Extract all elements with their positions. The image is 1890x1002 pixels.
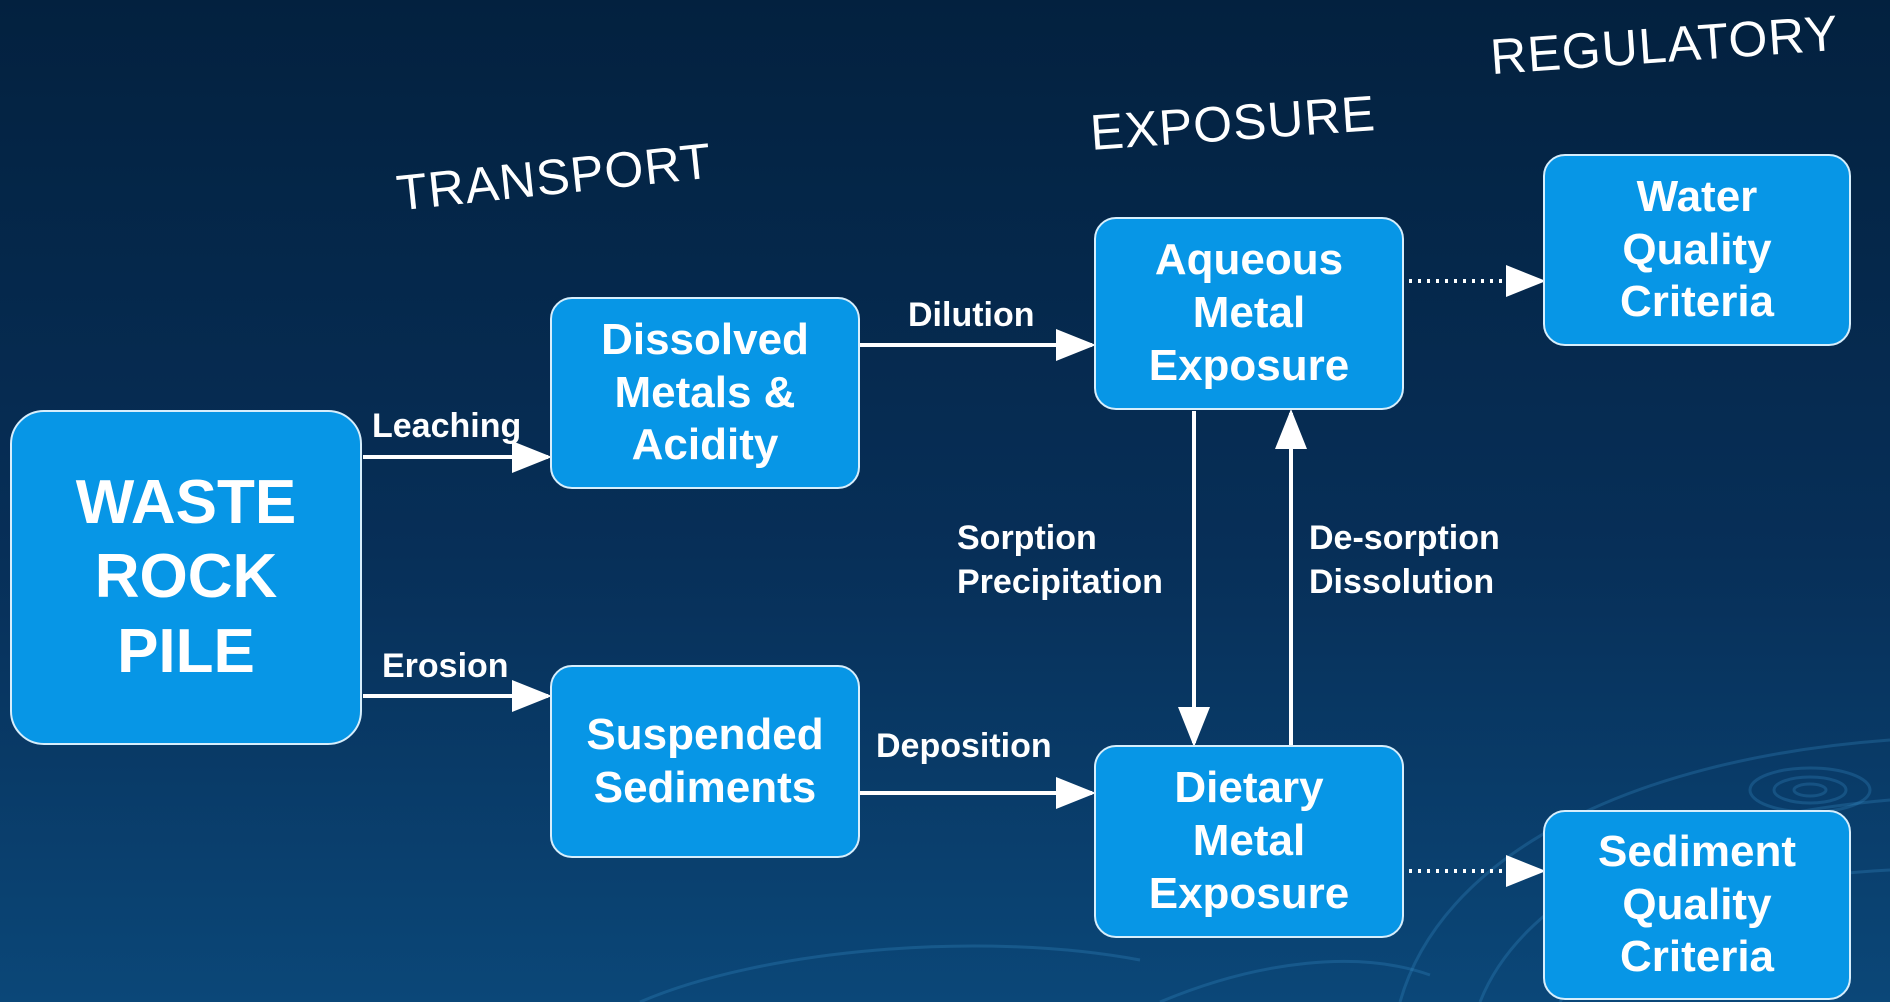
aqueous-exposure-line-2: Metal xyxy=(1192,288,1306,338)
desorption-label: De-sorption Dissolution xyxy=(1309,516,1500,604)
waste-rock-pile-line-3: PILE xyxy=(117,616,255,686)
aqueous-exposure-line-1: Aqueous xyxy=(1154,235,1344,285)
sediment-quality-line-1: Sediment xyxy=(1597,826,1797,876)
sediment-quality-criteria-box: Sediment Quality Criteria xyxy=(1543,810,1851,1000)
dietary-exposure-line-1: Dietary xyxy=(1174,763,1324,813)
dietary-exposure-line-3: Exposure xyxy=(1148,868,1350,918)
suspended-sediments-box: Suspended Sediments xyxy=(550,665,860,858)
sediment-quality-line-2: Quality xyxy=(1622,879,1772,929)
sorption-label-line-2: Precipitation xyxy=(957,563,1163,601)
leaching-label: Leaching xyxy=(372,407,522,445)
water-quality-line-1: Water xyxy=(1636,171,1758,221)
waste-rock-pile-box: WASTE ROCK PILE xyxy=(10,410,362,745)
dietary-metal-exposure-box: Dietary Metal Exposure xyxy=(1094,745,1404,938)
sorption-label: Sorption Precipitation xyxy=(957,516,1163,604)
water-quality-criteria-box: Water Quality Criteria xyxy=(1543,154,1851,346)
waste-rock-pile-line-2: ROCK xyxy=(94,542,278,612)
waste-rock-pile-line-1: WASTE xyxy=(75,467,297,537)
sorption-label-line-1: Sorption xyxy=(957,519,1097,557)
dissolved-metals-line-3: Acidity xyxy=(631,420,779,470)
sediment-quality-line-3: Criteria xyxy=(1619,932,1775,982)
suspended-sediments-line-1: Suspended xyxy=(586,709,824,759)
water-quality-line-2: Quality xyxy=(1622,224,1772,274)
desorption-label-line-1: De-sorption xyxy=(1309,519,1500,557)
dissolved-metals-box: Dissolved Metals & Acidity xyxy=(550,297,860,489)
water-quality-line-3: Criteria xyxy=(1619,277,1775,327)
suspended-sediments-line-2: Sediments xyxy=(593,762,817,812)
dissolved-metals-line-1: Dissolved xyxy=(601,314,809,364)
dissolved-metals-line-2: Metals & xyxy=(614,367,796,417)
aqueous-exposure-line-3: Exposure xyxy=(1148,340,1350,390)
desorption-label-line-2: Dissolution xyxy=(1309,563,1495,601)
dietary-exposure-line-2: Metal xyxy=(1192,816,1306,866)
erosion-label: Erosion xyxy=(382,647,509,685)
deposition-label: Deposition xyxy=(876,727,1052,765)
dilution-label: Dilution xyxy=(908,296,1035,334)
aqueous-metal-exposure-box: Aqueous Metal Exposure xyxy=(1094,217,1404,410)
